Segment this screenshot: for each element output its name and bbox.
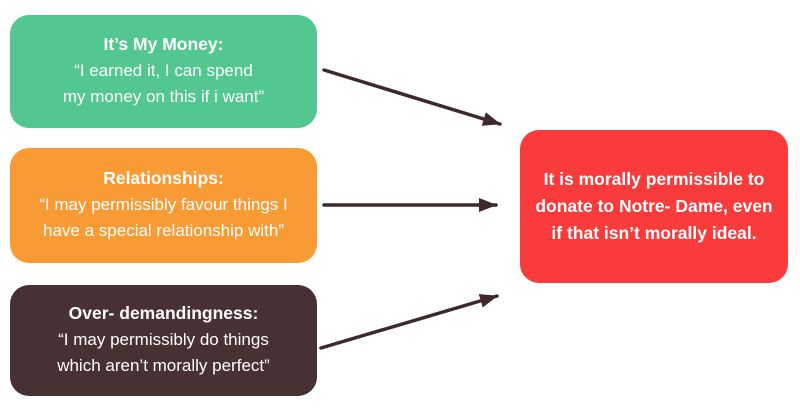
arrow-over-demandingness-to-conclusion xyxy=(319,294,499,350)
source-box-relationships: Relationships: “I may permissibly favour… xyxy=(10,148,317,263)
conclusion-text: It is morally permissible to donate to N… xyxy=(535,168,773,244)
source-quote-its-my-money: “I earned it, I can spend my money on th… xyxy=(62,60,265,107)
source-quote-over-demandingness: “I may permissibly do things which aren’… xyxy=(57,329,270,376)
source-title-relationships: Relationships: xyxy=(103,168,224,189)
conclusion-box: It is morally permissible to donate to N… xyxy=(520,130,788,283)
source-quote-relationships: “I may permissibly favour things I have … xyxy=(39,194,288,241)
source-title-over-demandingness: Over- demandingness: xyxy=(68,303,259,324)
arrow-its-my-money-to-conclusion xyxy=(322,68,502,126)
source-box-its-my-money: It’s My Money: “I earned it, I can spend… xyxy=(10,15,317,128)
source-box-over-demandingness: Over- demandingness: “I may permissibly … xyxy=(10,285,317,396)
source-title-its-my-money: It’s My Money: xyxy=(103,34,224,55)
